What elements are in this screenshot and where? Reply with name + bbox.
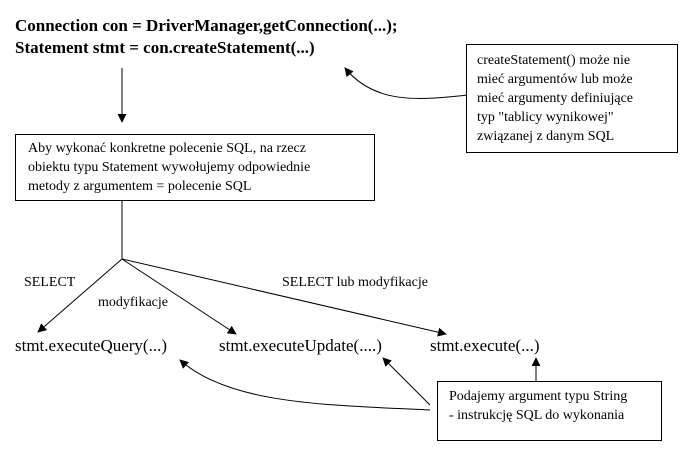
createstatement-note-box: createStatement() może nie mieć argument… — [466, 44, 678, 153]
method-executeupdate: stmt.executeUpdate(....) — [219, 336, 382, 355]
note-line: - instrukcję SQL do wykonania — [449, 408, 625, 423]
arrow-arg-to-executequery — [179, 359, 431, 411]
box-line: Aby wykonać konkretne polecenie SQL, na … — [28, 141, 306, 156]
arrow-note-to-createstatement — [344, 67, 469, 99]
sql-method-explanation-box: Aby wykonać konkretne polecenie SQL, na … — [15, 134, 375, 201]
edge-label-modyfikacje: modyfikacje — [98, 295, 168, 310]
code-connection-line: Connection con = DriverManager,getConnec… — [15, 16, 398, 35]
method-executequery: stmt.executeQuery(...) — [15, 336, 167, 355]
edge-label-select: SELECT — [24, 275, 76, 290]
box-line: metody z argumentem = polecenie SQL — [28, 179, 252, 194]
box-line: obiektu typu Statement wywołujemy odpowi… — [28, 160, 311, 175]
note-line: związanej z danym SQL — [477, 129, 615, 144]
note-line: createStatement() może nie — [477, 53, 631, 68]
arrow-to-executeupdate — [121, 258, 237, 335]
note-line: Podajemy argument typu String — [449, 389, 628, 404]
note-line: mieć argumenty definiujące — [477, 91, 634, 106]
arrow-to-executequery — [37, 258, 123, 333]
arrow-to-execute — [121, 258, 447, 337]
method-execute: stmt.execute(...) — [430, 336, 540, 355]
note-line: mieć argumentów lub może — [477, 72, 633, 87]
edge-label-select-or-mod: SELECT lub modyfikacje — [282, 275, 428, 290]
note-line: typ "tablicy wynikowej" — [477, 110, 614, 125]
arrow-arg-to-executeupdate — [382, 357, 431, 406]
sql-argument-note-box: Podajemy argument typu String - instrukc… — [437, 381, 662, 441]
code-statement-line: Statement stmt = con.createStatement(...… — [15, 38, 315, 57]
